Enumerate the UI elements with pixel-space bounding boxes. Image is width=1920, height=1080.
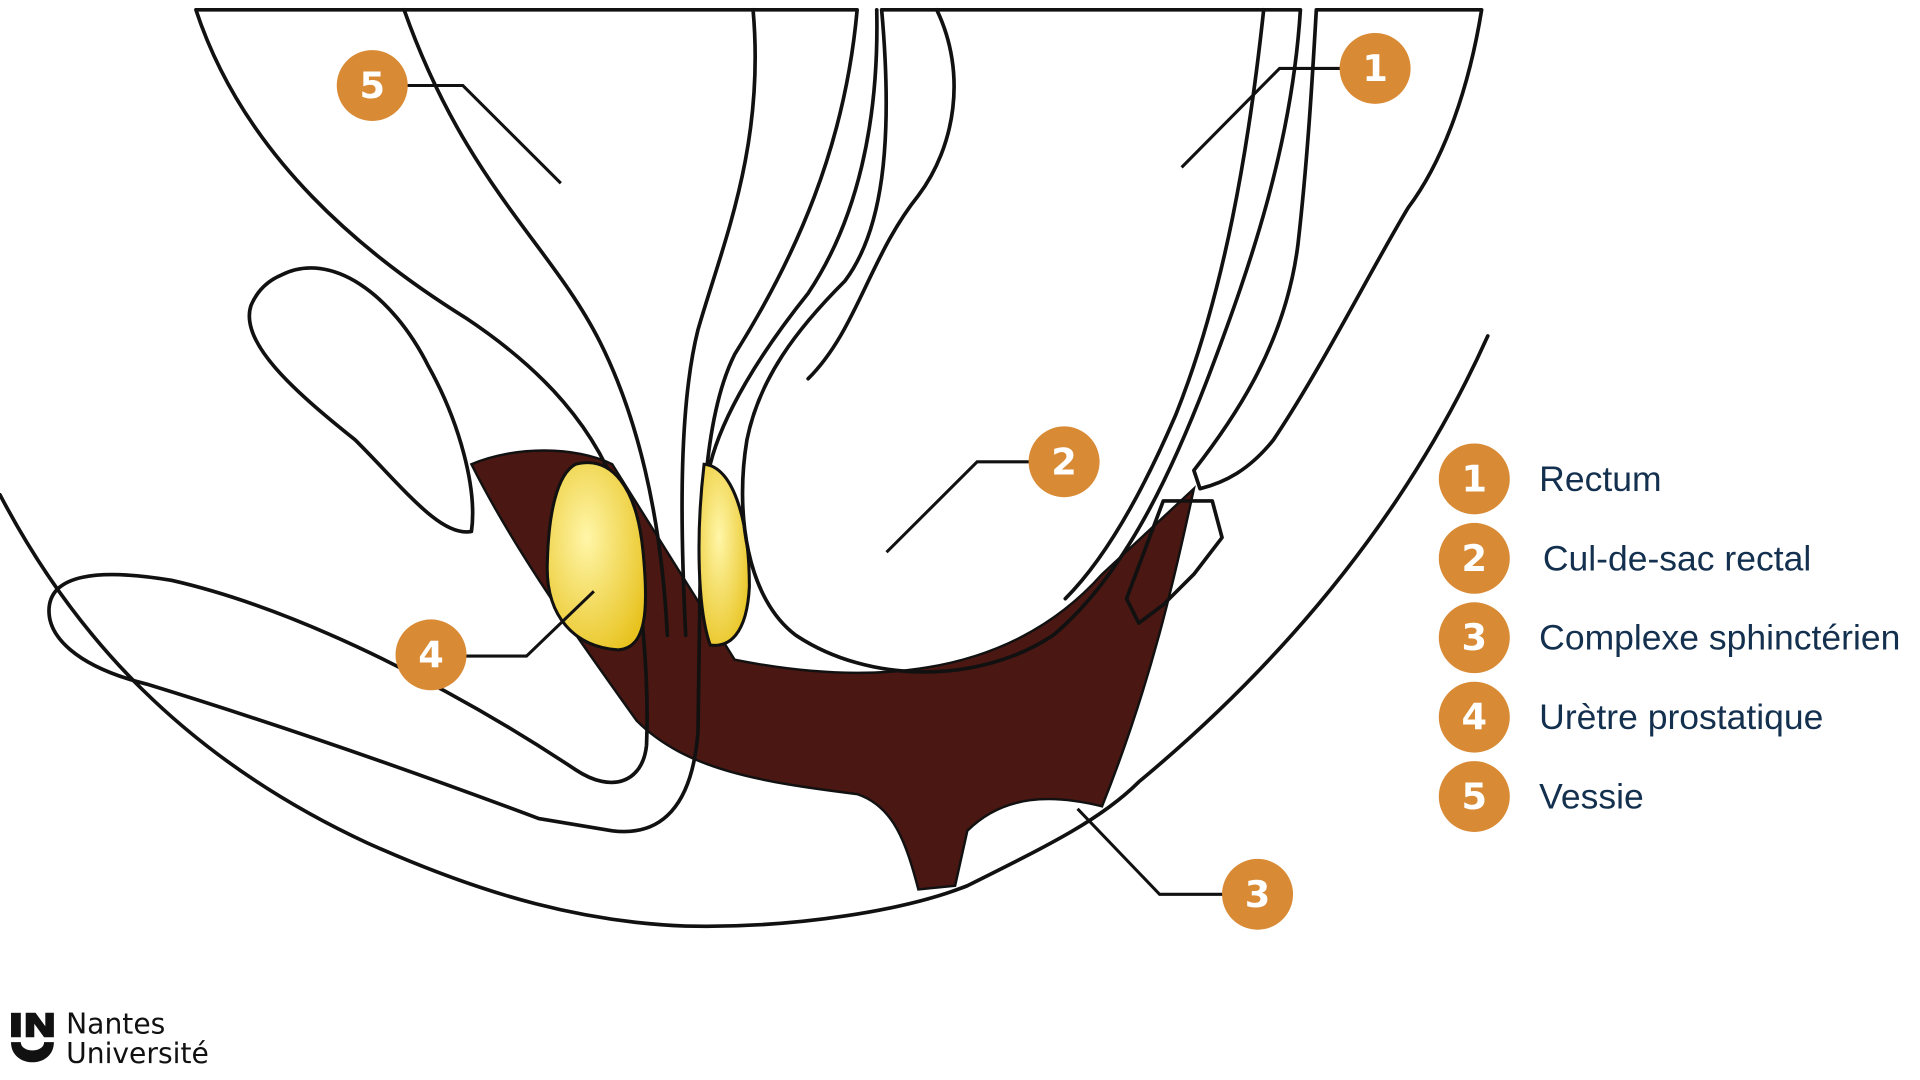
legend-label: Vessie [1539,777,1644,817]
legend-item-rectum: 1 Rectum [1438,443,1662,515]
legend-number: 4 [1462,696,1488,739]
legend-label: Complexe sphinctérien [1539,618,1900,658]
legend-item-sphincter: 3 Complexe sphinctérien [1438,602,1900,674]
legend-item-urethra: 4 Urètre prostatique [1438,681,1823,753]
callout-badge-3: 3 [1222,858,1294,930]
legend: 1 Rectum 2 Cul-de-sac rectal 3 Complexe … [1438,443,1900,832]
perineum-outline [0,334,1490,929]
legend-number: 2 [1462,537,1488,580]
leader-line-3 [1076,807,1224,896]
leader-line-2 [885,460,1030,554]
legend-label: Urètre prostatique [1539,697,1823,737]
sacrum-bone [1192,7,1484,491]
callout-badge-4: 4 [395,619,467,691]
leader-line-5 [406,83,562,185]
prostate-right [697,462,751,647]
callout-number: 3 [1245,873,1271,916]
nantes-universite-logo: Nantes Université [11,1008,209,1070]
callout-number: 5 [359,64,385,107]
rectum [740,7,1303,674]
leader-line-1 [1180,66,1341,169]
callout-badge-5: 5 [336,50,408,121]
legend-number: 1 [1462,457,1488,500]
legend-number: 3 [1462,616,1488,659]
legend-item-bladder: 5 Vessie [1438,761,1644,832]
legend-item-cul-de-sac: 2 Cul-de-sac rectal [1438,522,1811,594]
callout-number: 1 [1362,47,1388,90]
rectum-separator [708,7,879,467]
leader-line-4 [465,590,595,658]
callout-number: 4 [418,633,444,676]
callout-badge-2: 2 [1028,426,1100,498]
rectum-wall-line-2 [1063,7,1266,601]
legend-label: Cul-de-sac rectal [1543,538,1811,578]
bladder-wall-line-2 [680,7,758,638]
bladder-wall-line [402,7,670,638]
callout-badge-1: 1 [1339,32,1411,104]
sphincter-muscle [469,449,1196,891]
logo-line2: Université [66,1037,209,1070]
callout-number: 2 [1051,440,1077,483]
prostate-left [545,461,648,652]
legend-number: 5 [1462,775,1488,818]
coccyx-bone [1124,499,1224,625]
pubic-bone [247,266,475,534]
rectum-wall-line [806,7,956,381]
logo-line1: Nantes [66,1008,165,1041]
legend-label: Rectum [1539,459,1661,499]
